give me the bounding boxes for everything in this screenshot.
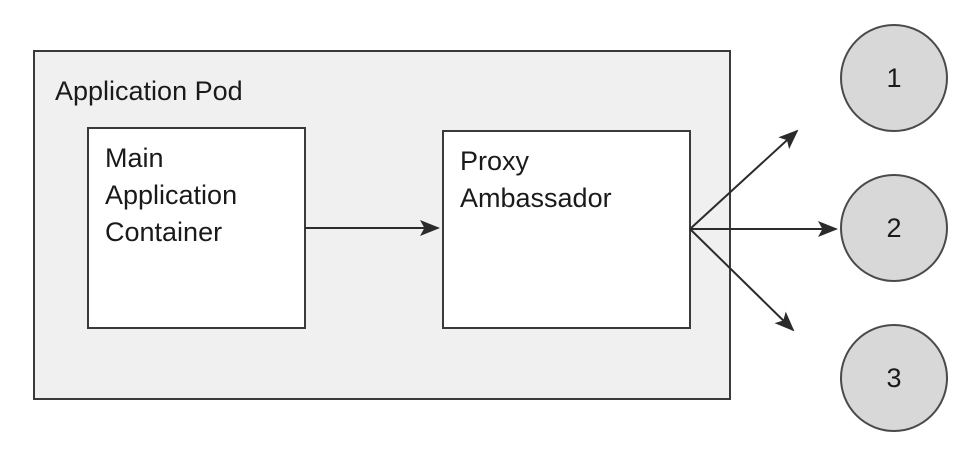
endpoint-circle-3 xyxy=(840,324,948,432)
connector-proxy-to-endpoint-3 xyxy=(689,228,795,332)
proxy-ambassador-box xyxy=(442,130,691,329)
endpoint-label-2: 2 xyxy=(886,213,902,243)
endpoint-label-1: 1 xyxy=(886,63,902,93)
endpoint-label-3: 3 xyxy=(886,363,902,393)
connector-proxy-to-endpoint-1 xyxy=(689,129,799,230)
main-application-container-box xyxy=(87,127,306,329)
application-pod-label: Application Pod xyxy=(55,76,243,106)
endpoint-circle-2 xyxy=(840,174,948,282)
proxy-ambassador-label: Proxy Ambassador xyxy=(460,146,612,213)
endpoint-circle-1 xyxy=(840,24,948,132)
main-application-container-label: Main Application Container xyxy=(105,143,238,247)
